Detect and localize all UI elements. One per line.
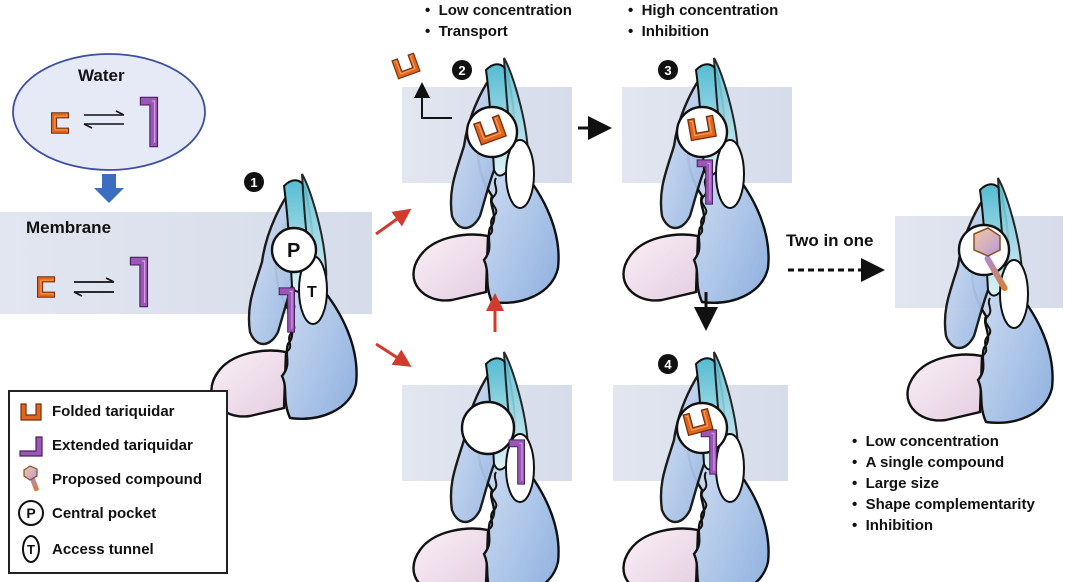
- protein-step-1: [210, 172, 358, 420]
- transport-note: Low concentration: [425, 0, 572, 21]
- legend: Folded tariquidar Extended tariquidar Pr…: [8, 390, 228, 574]
- legend-label: Access tunnel: [52, 540, 154, 558]
- compound-note: Inhibition: [852, 515, 1035, 536]
- inhibition-notes: High concentration Inhibition: [628, 0, 779, 42]
- legend-label: Central pocket: [52, 504, 157, 522]
- membrane-label: Membrane: [26, 218, 112, 237]
- svg-text:P: P: [26, 505, 35, 521]
- legend-label: Extended tariquidar: [52, 436, 193, 454]
- svg-text:T: T: [27, 542, 35, 557]
- access-tunnel-icon: T: [22, 535, 40, 563]
- legend-item-extended: Extended tariquidar: [16, 430, 193, 460]
- protein-compound: [906, 176, 1054, 424]
- legend-item-tunnel: T Access tunnel: [16, 534, 154, 564]
- legend-item-folded: Folded tariquidar: [16, 396, 175, 426]
- compound-note: A single compound: [852, 452, 1035, 473]
- inhibition-note: High concentration: [628, 0, 779, 21]
- step-3-number: 3: [664, 63, 671, 78]
- protein-step-4: [622, 350, 770, 582]
- compound-note: Large size: [852, 473, 1035, 494]
- protein-step-3: [622, 56, 770, 304]
- pocket-letter: P: [287, 240, 300, 262]
- central-pocket-icon: P: [18, 500, 44, 526]
- extended-tariquidar-icon: [19, 436, 43, 457]
- folded-tariquidar-icon: [20, 403, 42, 421]
- efflux-arrow: [414, 82, 452, 119]
- protein-lower: [412, 350, 560, 582]
- compound-note: Shape complementarity: [852, 494, 1035, 515]
- legend-label: Proposed compound: [52, 470, 202, 488]
- red-arrow-to-lower: [375, 342, 412, 367]
- compound-note: Low concentration: [852, 431, 1035, 452]
- two-in-one-label: Two in one: [786, 231, 874, 250]
- water-to-membrane-arrow: [94, 174, 124, 203]
- compound-notes: Low concentration A single compound Larg…: [852, 431, 1035, 536]
- step-2-marker: [452, 60, 472, 80]
- transport-note: Transport: [425, 21, 572, 42]
- proposed-compound-icon: [23, 465, 39, 492]
- inhibition-note: Inhibition: [628, 21, 778, 42]
- legend-item-pocket: P Central pocket: [16, 498, 156, 528]
- legend-label: Folded tariquidar: [52, 402, 175, 420]
- step-3-marker: [658, 60, 678, 80]
- step-4-marker: [658, 354, 678, 374]
- water-label: Water: [78, 66, 125, 85]
- protein-step-2: [412, 56, 560, 304]
- step-1-marker: [244, 172, 264, 192]
- step-1-number: 1: [250, 175, 257, 190]
- step-2-number: 2: [458, 63, 465, 78]
- red-arrow-to-2: [375, 208, 412, 236]
- tunnel-letter: T: [307, 284, 317, 301]
- step-4-number: 4: [664, 357, 672, 372]
- transport-notes: Low concentration Transport: [425, 0, 572, 42]
- legend-item-compound: Proposed compound: [16, 464, 202, 494]
